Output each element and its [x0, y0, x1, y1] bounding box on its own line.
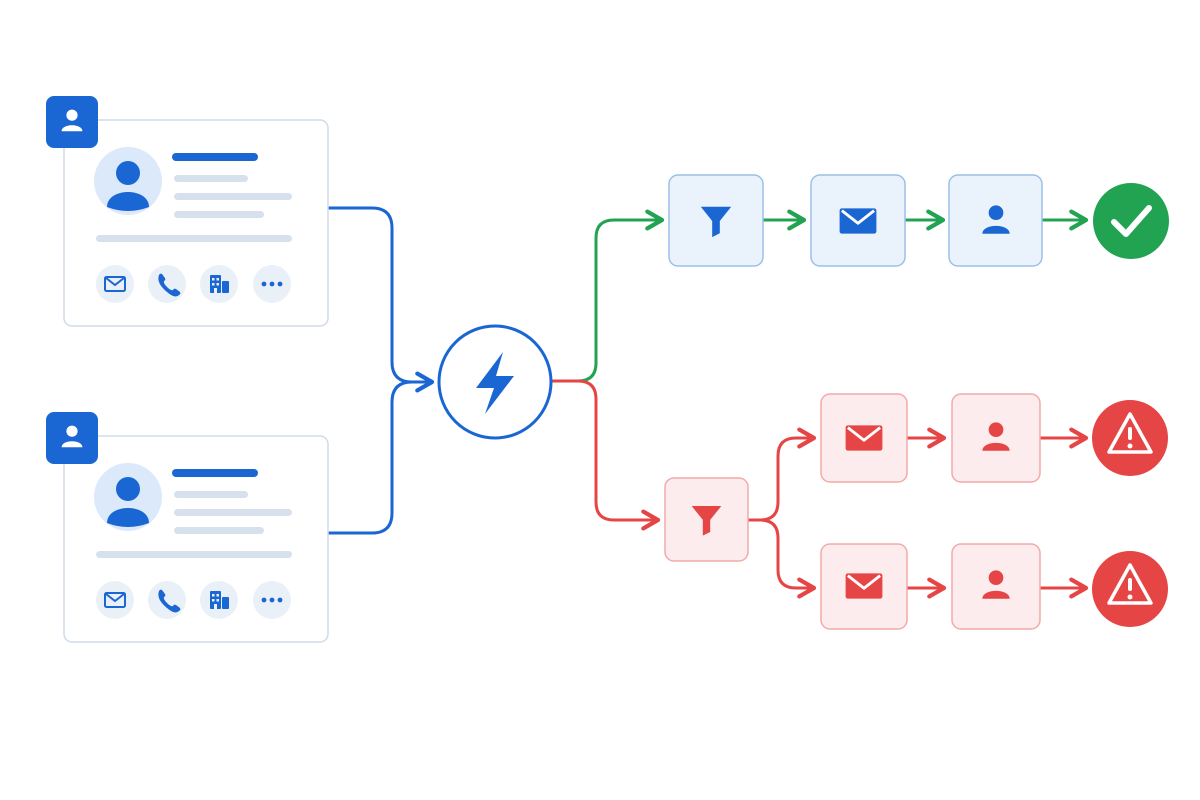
user-icon — [46, 96, 98, 148]
failure-branch — [664, 393, 1168, 630]
person-avatar-icon — [94, 147, 162, 215]
phone-icon — [158, 273, 181, 297]
mail-icon — [104, 592, 126, 608]
connector-card2-trigger — [326, 380, 414, 535]
connector-trigger-failure — [550, 379, 661, 531]
name-placeholder — [172, 469, 258, 477]
text-placeholder — [174, 211, 264, 218]
contact-card[interactable] — [46, 412, 329, 643]
user-icon — [46, 412, 98, 464]
more-icon — [261, 597, 283, 603]
company-action-button[interactable] — [200, 581, 238, 619]
user-step-node[interactable] — [948, 174, 1043, 267]
connector-card1-trigger — [326, 206, 435, 393]
mail-icon — [844, 423, 884, 453]
contact-card[interactable] — [46, 96, 329, 327]
text-placeholder — [174, 175, 248, 182]
lightning-bolt-icon — [476, 352, 514, 414]
mail-icon — [838, 206, 878, 236]
text-placeholder — [174, 527, 264, 534]
text-placeholder — [174, 509, 292, 516]
person-avatar-icon — [94, 463, 162, 531]
more-action-button[interactable] — [253, 265, 291, 303]
email-step-node[interactable] — [810, 174, 906, 267]
more-icon — [261, 281, 283, 287]
email-step-node[interactable] — [820, 393, 908, 483]
more-action-button[interactable] — [253, 581, 291, 619]
phone-action-button[interactable] — [148, 265, 186, 303]
filter-step-node[interactable] — [664, 477, 749, 562]
phone-icon — [158, 589, 181, 613]
company-action-button[interactable] — [200, 265, 238, 303]
warning-icon — [1092, 551, 1168, 627]
text-placeholder — [174, 491, 248, 498]
success-branch — [668, 174, 1169, 267]
warning-icon — [1092, 400, 1168, 476]
name-placeholder — [172, 153, 258, 161]
connector-trigger-success — [550, 209, 665, 383]
connector-lines — [326, 206, 1089, 599]
connector-failure-split-bottom — [758, 518, 817, 599]
trigger-node[interactable] — [437, 324, 553, 440]
text-placeholder — [96, 551, 292, 558]
email-step-node[interactable] — [820, 543, 908, 630]
mail-icon — [844, 571, 884, 601]
mail-action-button[interactable] — [96, 265, 134, 303]
check-circle-icon — [1093, 183, 1169, 259]
filter-step-node[interactable] — [668, 174, 764, 267]
mail-icon — [104, 276, 126, 292]
building-icon — [210, 275, 229, 293]
building-icon — [210, 591, 229, 609]
user-step-node[interactable] — [951, 393, 1041, 483]
user-step-node[interactable] — [951, 543, 1041, 630]
phone-action-button[interactable] — [148, 581, 186, 619]
connector-failure-split-top — [746, 427, 817, 522]
text-placeholder — [96, 235, 292, 242]
mail-action-button[interactable] — [96, 581, 134, 619]
text-placeholder — [174, 193, 292, 200]
